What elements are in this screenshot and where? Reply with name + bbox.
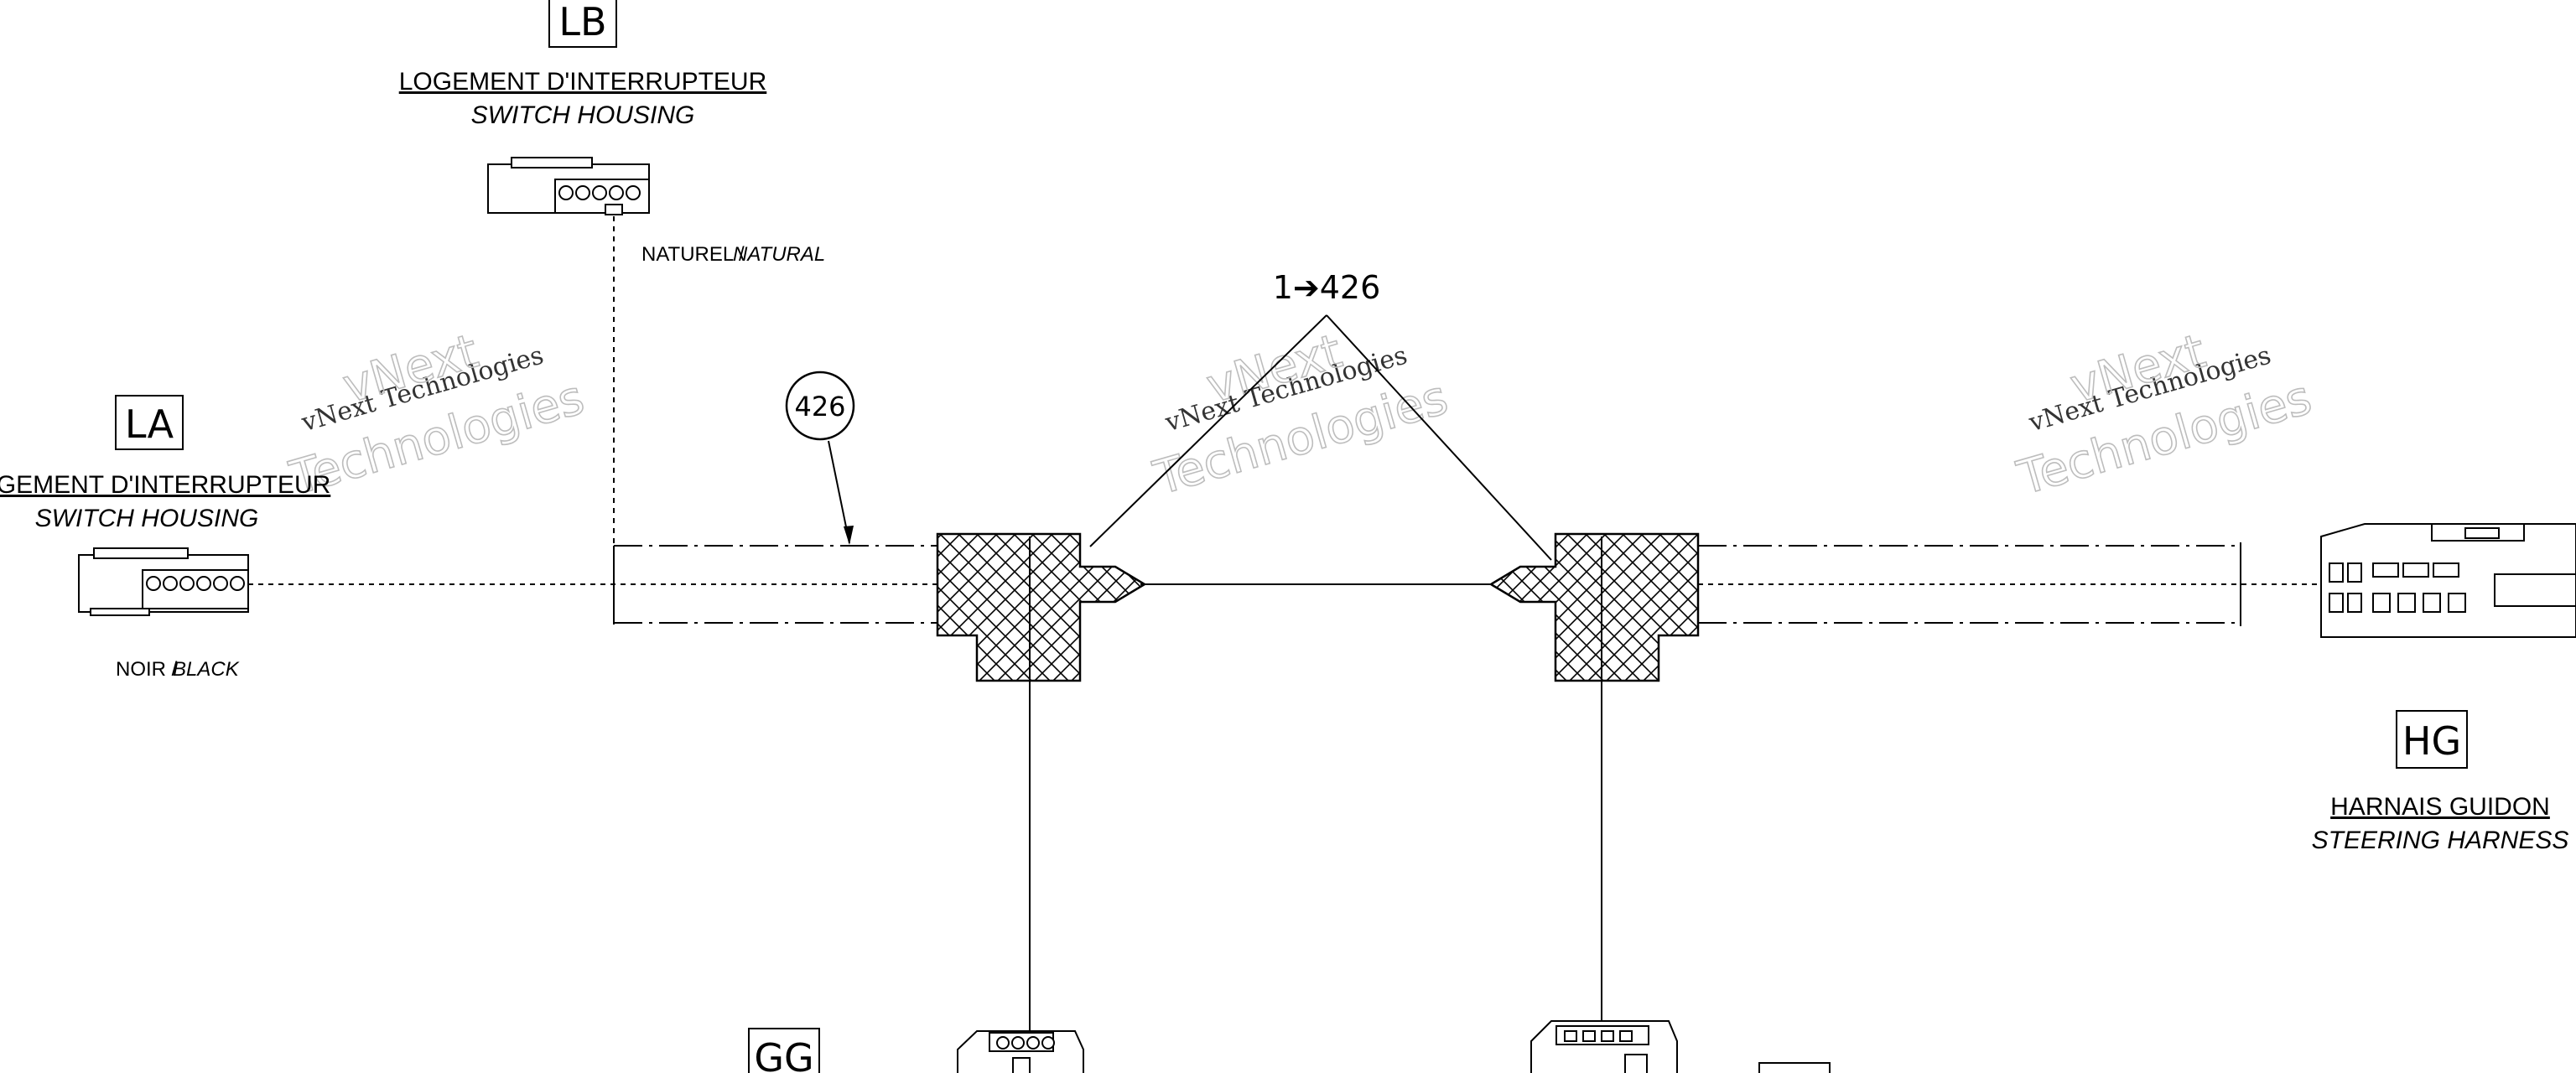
connector-color-fr: NOIR /	[116, 658, 178, 681]
connector-id: HG	[2402, 718, 2461, 764]
part-number: 426	[794, 391, 845, 422]
connector-hg[interactable]: HG HARNAIS GUIDON STEERING HARNESS	[2312, 523, 2576, 854]
range-leader-left	[1089, 314, 1327, 547]
connector-lb[interactable]: LB LOGEMENT D'INTERRUPTEUR SWITCH HOUSIN…	[399, 0, 826, 266]
watermark-center: vNext Technologies vNext Technologies	[1147, 324, 1454, 507]
connector-color-en: NATURAL	[733, 243, 825, 266]
splice-icon	[1488, 532, 1700, 682]
connector-color-en: BLACK	[173, 658, 240, 681]
range-leader-right	[1326, 314, 1552, 561]
part-callout: 426	[785, 371, 855, 545]
connector-icon	[2320, 523, 2576, 638]
connector-label-fr: LOGEMENT D'INTERRUPTEUR	[0, 471, 330, 499]
connector-id: GG	[754, 1035, 813, 1073]
connector-la[interactable]: LA LOGEMENT D'INTERRUPTEUR SWITCH HOUSIN…	[0, 395, 330, 681]
connector-id: LB	[558, 0, 606, 44]
connector-color-fr: NATUREL /	[641, 243, 745, 266]
connector-icon	[957, 1030, 1084, 1073]
watermark-right: vNext Technologies vNext Technologies	[2011, 324, 2318, 507]
connector-icon	[487, 157, 650, 215]
connector-label-en: STEERING HARNESS	[2312, 827, 2569, 854]
connector-label-fr: LOGEMENT D'INTERRUPTEUR	[399, 68, 767, 96]
connector-label-en: SWITCH HOUSING	[35, 505, 259, 532]
connector-gg[interactable]: GG	[748, 1028, 820, 1073]
connector-label-en: SWITCH HOUSING	[471, 101, 695, 129]
connector-icon	[1530, 1020, 1678, 1073]
connector-icon	[78, 547, 249, 616]
splice-icon	[936, 532, 1147, 682]
connector-id-box-partial	[1758, 1062, 1831, 1073]
connector-id: LA	[125, 402, 174, 447]
range-callout: 1➔426	[1273, 269, 1381, 306]
connector-label-fr: HARNAIS GUIDON	[2330, 793, 2550, 821]
